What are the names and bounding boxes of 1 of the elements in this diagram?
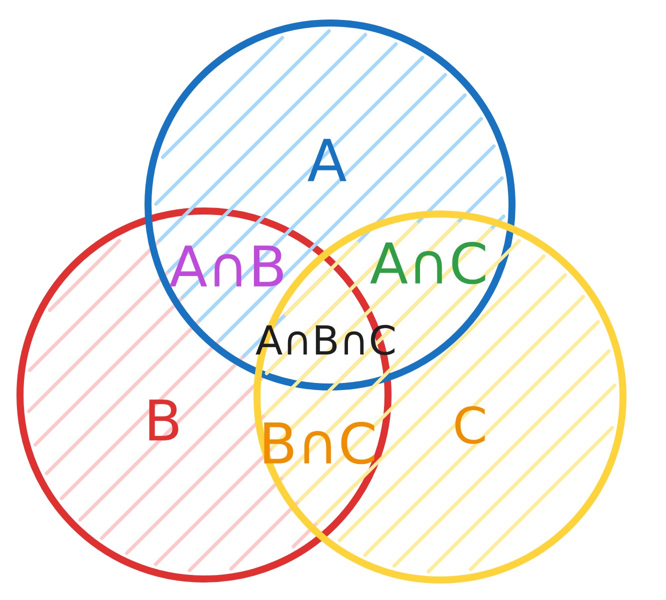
region-label: A∩B	[170, 246, 283, 286]
